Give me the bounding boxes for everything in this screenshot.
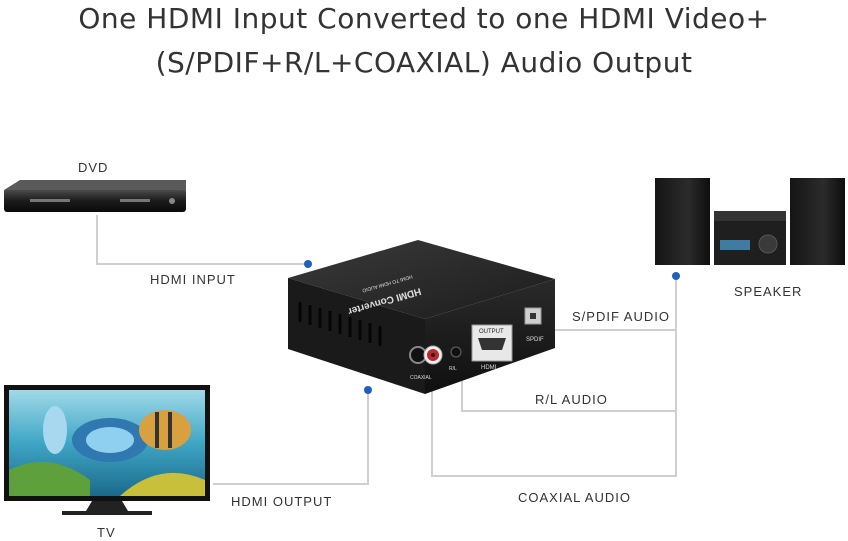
hdmi-input-label: HDMI INPUT (150, 272, 236, 287)
speaker-system (655, 178, 845, 265)
hdmi-converter (288, 240, 555, 394)
hdmi-output-label: HDMI OUTPUT (231, 494, 333, 509)
port-spdif-label: SPDIF (526, 337, 544, 343)
port-hdmi-label: HDMI (481, 365, 497, 371)
connection-dots (304, 260, 680, 394)
port-coaxial-label: COAXIAL (410, 375, 432, 381)
hdmi-output-line (213, 390, 369, 485)
port-output-label: OUTPUT (479, 329, 504, 335)
rl-audio-line (461, 330, 677, 412)
diagram-title-line-1: One HDMI Input Converted to one HDMI Vid… (78, 2, 770, 35)
diagram-title-line-2: (S/PDIF+R/L+COAXIAL) Audio Output (155, 46, 693, 79)
port-rl-label: R/L (449, 366, 457, 372)
dot-speaker (672, 272, 680, 280)
hdmi-input-line (96, 215, 308, 265)
tv (4, 385, 210, 515)
tv-label: TV (97, 525, 116, 540)
dvd-player (4, 180, 186, 212)
dot-hdmi-output (364, 386, 372, 394)
speaker-label: SPEAKER (734, 284, 803, 299)
coaxial-audio-label: COAXIAL AUDIO (518, 490, 631, 505)
coaxial-audio-line (431, 388, 677, 477)
spdif-audio-label: S/PDIF AUDIO (572, 309, 670, 324)
rl-audio-label: R/L AUDIO (535, 392, 608, 407)
dot-hdmi-input (304, 260, 312, 268)
dvd-label: DVD (78, 160, 109, 175)
connection-lines (96, 215, 677, 485)
